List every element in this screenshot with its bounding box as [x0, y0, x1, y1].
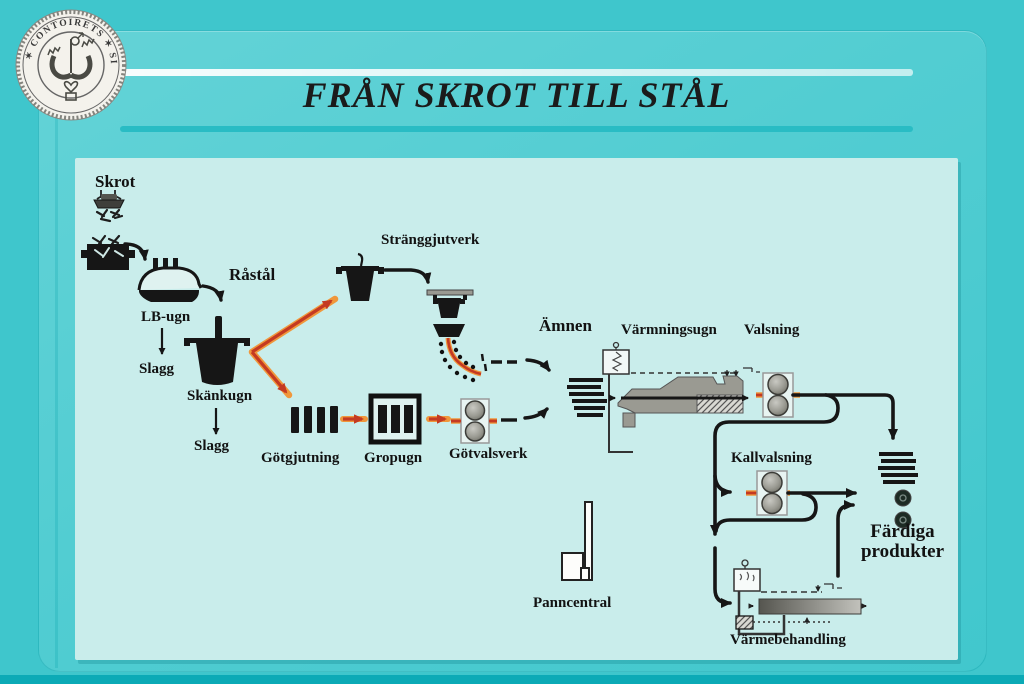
scrap-box-icon: [81, 234, 135, 270]
seal-emblem: [47, 32, 95, 101]
label-varmningsugn: Värmningsugn: [621, 322, 717, 338]
page-title: FRÅN SKROT TILL STÅL: [302, 75, 731, 115]
arrow-gotvalsverk-amnen: [523, 407, 549, 420]
label-varmebehandling: Värmebehandling: [730, 632, 846, 648]
card-fold-line: [55, 32, 58, 668]
label-amnen: Ämnen: [539, 316, 592, 335]
arrow-ladle-to-caster: [383, 268, 432, 284]
label-gotgjutning: Götgjutning: [261, 450, 340, 466]
label-gotvalsverk: Götvalsverk: [449, 446, 528, 462]
diagram-panel: Skrot LB-ugn Råstål Slagg Skänkugn Slagg…: [75, 158, 958, 660]
product-stack-icon: [878, 452, 918, 484]
label-valsning: Valsning: [744, 322, 800, 338]
heat-treatment-furnace-icon: [733, 559, 867, 636]
arc-furnace-icon: [137, 258, 203, 302]
label-kallvalsning: Kallvalsning: [731, 450, 812, 466]
ingots-icon: [291, 406, 338, 433]
reheating-furnace-icon: [602, 341, 760, 453]
casting-ladle-icon: [336, 252, 384, 301]
rolling-stand-gotvalsverk: [451, 398, 497, 444]
flow-valsning-down: [710, 393, 840, 536]
boiler-house-icon: [561, 501, 593, 581]
label-slagg-2: Slagg: [194, 438, 230, 454]
title-rule-bottom: [120, 126, 913, 132]
rolling-stand-kallvalsning: [746, 470, 790, 516]
label-lb-ugn: LB-ugn: [141, 309, 191, 325]
label-panncentral: Panncentral: [533, 595, 612, 611]
flow-varmebehandling-products: [836, 500, 855, 578]
label-slagg-1: Slagg: [139, 361, 175, 377]
label-rastal: Råstål: [229, 265, 276, 284]
label-skankugn: Skänkugn: [187, 388, 253, 404]
label-stranggjutverk: Stränggjutverk: [381, 232, 480, 248]
seal-icon: JERN ✶ CONTOIRETS ✶ SIGILL: [15, 9, 127, 121]
flow-down-varmebehandling: [713, 546, 732, 608]
billet-stack-icon: [567, 378, 607, 417]
arrow-rastal: [201, 284, 225, 302]
pit-furnace-icon: [368, 393, 422, 445]
label-fardiga-produkter: Färdiga produkter: [820, 522, 985, 562]
label-fardiga-line1: Färdiga: [870, 521, 935, 542]
process-diagram: [81, 190, 918, 636]
label-skrot: Skrot: [95, 172, 136, 191]
magnet-crane-icon: [93, 190, 125, 223]
arrow-caster-amnen: [525, 358, 551, 372]
coil-icon: [894, 489, 912, 529]
flow-kallvalsning-return: [714, 492, 818, 533]
arrow-skrot-to-lbugn: [123, 242, 149, 261]
title-rule-top: [120, 69, 913, 76]
ladle-icon: [184, 316, 250, 385]
bottom-edge-strip: [0, 675, 1024, 684]
flow-valsning-products: [791, 393, 898, 440]
caster-strand: [438, 337, 488, 383]
label-fardiga-line2: produkter: [860, 540, 945, 562]
label-gropugn: Gropugn: [364, 450, 423, 466]
rolling-stand-valsning: [756, 372, 800, 418]
flow-branch-kallvalsning: [713, 474, 732, 497]
hot-metal-arrows: [248, 295, 339, 399]
continuous-caster-icon: [426, 289, 474, 337]
